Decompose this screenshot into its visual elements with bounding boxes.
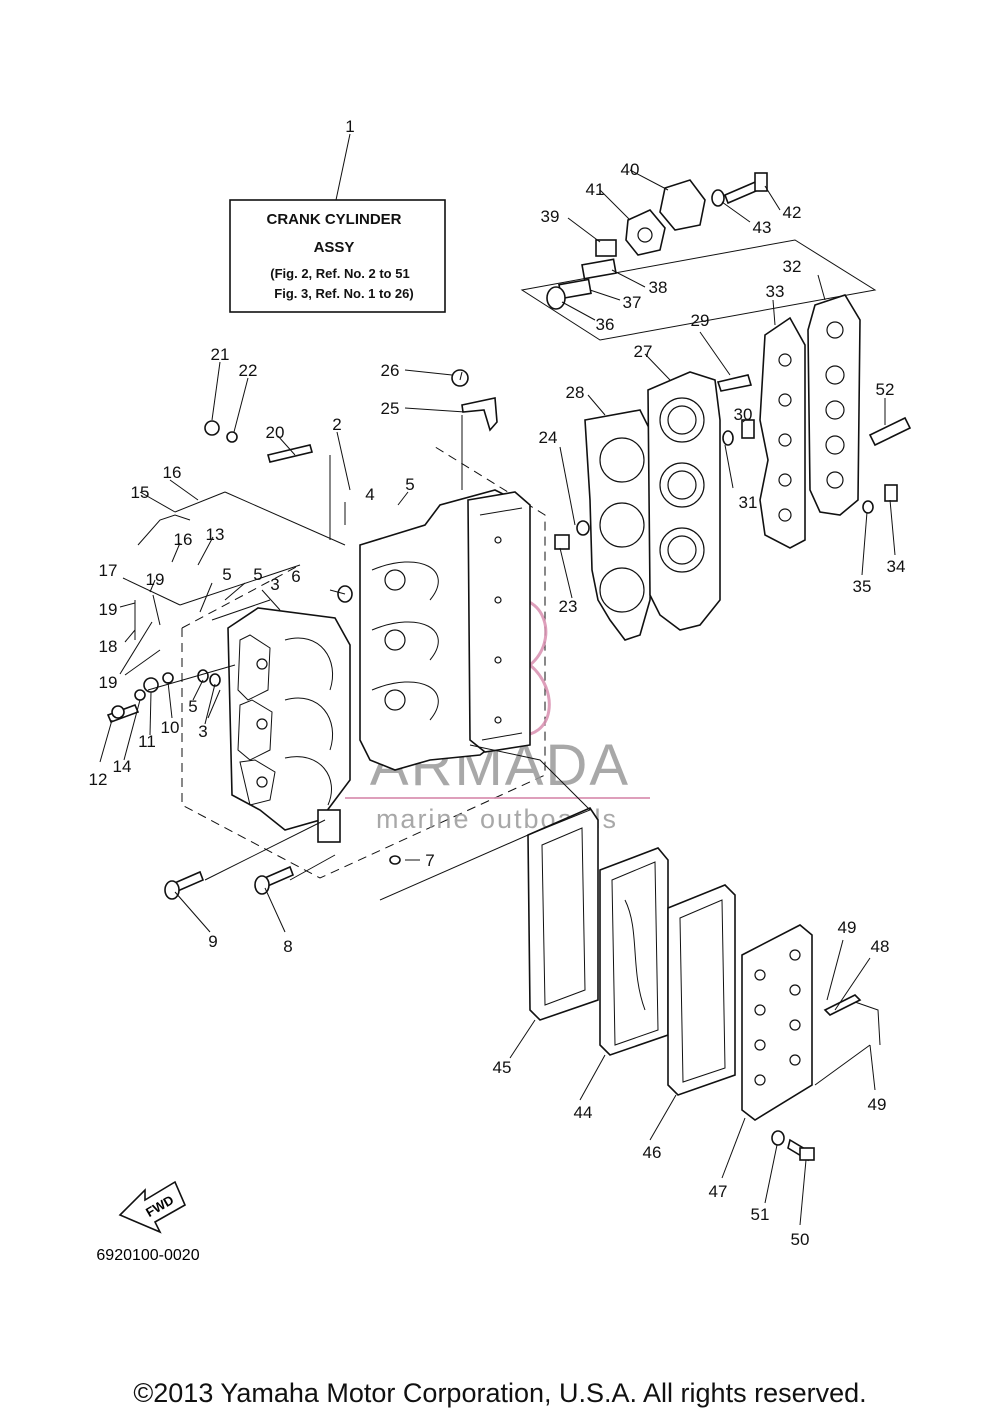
callout-20: 20 xyxy=(266,423,285,442)
assy-title-line1: CRANK CYLINDER xyxy=(267,211,402,228)
callout-5d: 5 xyxy=(188,697,197,716)
callout-9: 9 xyxy=(208,932,217,951)
callout-12: 12 xyxy=(89,770,108,789)
cylinder-block xyxy=(359,489,531,771)
thermostat-group xyxy=(520,172,877,341)
callout-39: 39 xyxy=(541,207,560,226)
callout-14: 14 xyxy=(113,757,132,776)
callout-47: 47 xyxy=(709,1182,728,1201)
callout-11: 11 xyxy=(138,732,156,751)
callout-15: 15 xyxy=(131,483,150,502)
callout-16a: 16 xyxy=(163,463,182,482)
callout-3a: 3 xyxy=(270,575,279,594)
callout-labels: 1 2 3 3 4 5 5 5 5 6 7 8 9 10 11 12 13 14… xyxy=(89,117,906,1249)
callout-29: 29 xyxy=(691,311,710,330)
callout-42: 42 xyxy=(783,203,802,222)
diagram-code: 6920100-0020 xyxy=(96,1247,199,1264)
callout-26: 26 xyxy=(381,361,400,380)
callout-51: 51 xyxy=(751,1205,770,1224)
callout-25: 25 xyxy=(381,399,400,418)
callout-1: 1 xyxy=(345,117,354,136)
callout-24: 24 xyxy=(539,428,558,447)
callout-28: 28 xyxy=(566,383,585,402)
callout-5c: 5 xyxy=(253,565,262,584)
callout-31: 31 xyxy=(739,493,758,512)
exhaust-inner-cover-44 xyxy=(599,847,669,1056)
callout-30: 30 xyxy=(734,405,753,424)
callout-19c: 19 xyxy=(99,673,118,692)
callout-27: 27 xyxy=(634,342,653,361)
callout-43: 43 xyxy=(753,218,772,237)
head-cover xyxy=(807,294,861,516)
fwd-arrow: FWD xyxy=(118,1180,187,1234)
callout-16b: 16 xyxy=(174,530,193,549)
assy-title-line2: ASSY xyxy=(314,239,355,256)
callout-21: 21 xyxy=(211,345,230,364)
leader-lines xyxy=(99,133,896,1226)
copyright-notice: ©2013 Yamaha Motor Corporation, U.S.A. A… xyxy=(133,1378,867,1408)
exhaust-outer-cover-47 xyxy=(741,924,813,1121)
exhaust-guide-lines xyxy=(379,744,591,901)
exhaust-gasket-46 xyxy=(667,884,736,1096)
callout-37: 37 xyxy=(623,293,642,312)
callout-44: 44 xyxy=(574,1103,593,1122)
callout-22: 22 xyxy=(239,361,258,380)
callout-36: 36 xyxy=(596,315,615,334)
callout-41: 41 xyxy=(586,180,605,199)
head-cover-gasket xyxy=(759,316,806,549)
callout-35: 35 xyxy=(853,577,872,596)
callout-46: 46 xyxy=(643,1143,662,1162)
callout-52: 52 xyxy=(876,380,895,399)
callout-5a: 5 xyxy=(405,475,414,494)
callout-32: 32 xyxy=(783,257,802,276)
callout-38: 38 xyxy=(649,278,668,297)
crankcase-half xyxy=(227,607,351,843)
head-gasket xyxy=(584,409,656,641)
callout-34: 34 xyxy=(887,557,906,576)
callout-48: 48 xyxy=(871,937,890,956)
assy-reference-box: CRANK CYLINDER ASSY (Fig. 2, Ref. No. 2 … xyxy=(229,199,446,313)
assy-ref-line2: Fig. 3, Ref. No. 1 to 26) xyxy=(274,286,413,301)
callout-8: 8 xyxy=(283,937,292,956)
callout-3b: 3 xyxy=(198,722,207,741)
callout-19b: 19 xyxy=(99,600,118,619)
callout-10: 10 xyxy=(161,718,180,737)
callout-49b: 49 xyxy=(868,1095,887,1114)
callout-2: 2 xyxy=(332,415,341,434)
callout-40: 40 xyxy=(621,160,640,179)
callout-6: 6 xyxy=(291,567,300,586)
callout-45: 45 xyxy=(493,1058,512,1077)
callout-50: 50 xyxy=(791,1230,810,1249)
callout-18: 18 xyxy=(99,637,118,656)
callout-5b: 5 xyxy=(222,565,231,584)
cylinder-head xyxy=(647,371,721,631)
callout-7: 7 xyxy=(425,851,434,870)
assy-ref-line1: (Fig. 2, Ref. No. 2 to 51 xyxy=(270,266,409,281)
callout-13: 13 xyxy=(206,525,225,544)
callout-19a: 19 xyxy=(146,570,165,589)
callout-33: 33 xyxy=(766,282,785,301)
callout-23: 23 xyxy=(559,597,578,616)
callout-4: 4 xyxy=(365,485,374,504)
callout-49a: 49 xyxy=(838,918,857,937)
exhaust-gasket-45 xyxy=(527,806,599,1021)
callout-17: 17 xyxy=(99,561,118,580)
